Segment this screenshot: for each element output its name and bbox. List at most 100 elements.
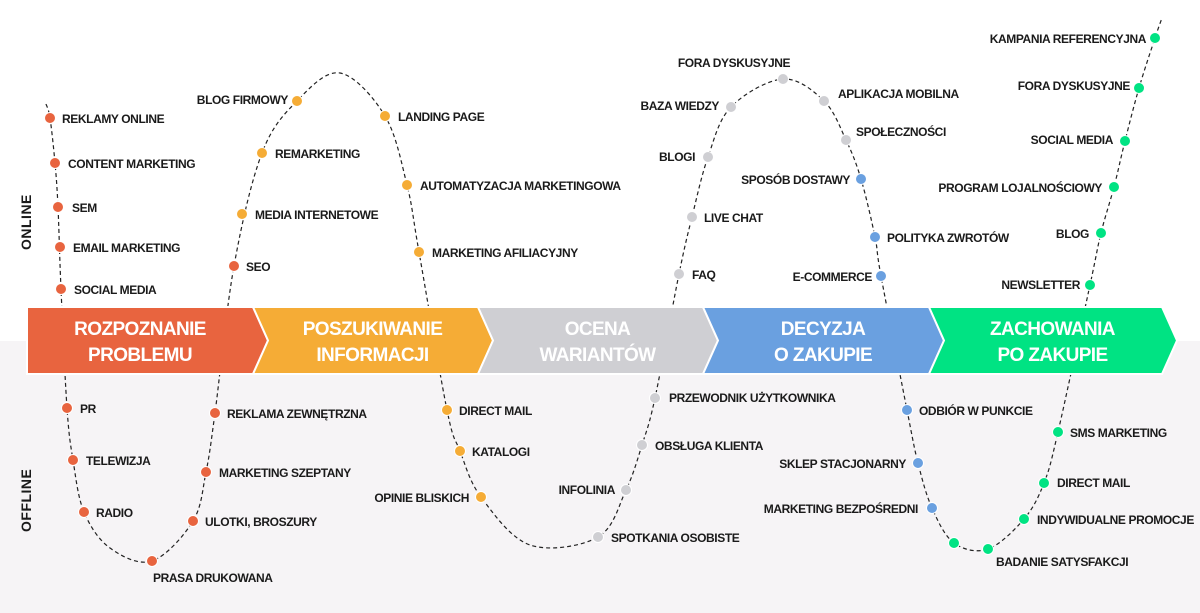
- touchpoint-dot: [379, 110, 391, 122]
- touchpoint-label: SPOSÓB DOSTAWY: [741, 172, 850, 187]
- touchpoint-label: OBSŁUGA KLIENTA: [655, 439, 764, 453]
- stage-title-line2: INFORMACJI: [316, 345, 429, 366]
- touchpoint-dot: [228, 260, 240, 272]
- touchpoint-dot: [725, 101, 737, 113]
- touchpoint-label: E-COMMERCE: [793, 270, 873, 284]
- touchpoint-dot: [1149, 32, 1161, 44]
- touchpoint-dot: [187, 515, 199, 527]
- touchpoint-dot: [620, 484, 632, 496]
- touchpoint-dot: [1084, 279, 1096, 291]
- stage-title-line1: ROZPOZNANIE: [74, 319, 206, 340]
- stage-title-line1: ZACHOWANIA: [990, 319, 1116, 340]
- touchpoint-label: POLITYKA ZWROTÓW: [887, 230, 1010, 245]
- touchpoint-dot: [1095, 227, 1107, 239]
- touchpoint-label: PR: [80, 402, 97, 416]
- touchpoint-label: INFOLINIA: [559, 483, 616, 497]
- touchpoint-label: NEWSLETTER: [1001, 278, 1080, 292]
- touchpoint-label: MARKETING SZEPTANY: [219, 466, 351, 480]
- touchpoint-label: MARKETING AFILIACYJNY: [432, 246, 578, 260]
- touchpoint-label: MEDIA INTERNETOWE: [255, 208, 379, 222]
- touchpoint-dot: [636, 439, 648, 451]
- touchpoint-dot: [818, 95, 830, 107]
- touchpoints: REKLAMY ONLINE CONTENT MARKETING SEM EMAIL …: [44, 32, 1195, 585]
- touchpoint-label: CONTENT MARKETING: [68, 157, 195, 171]
- touchpoint-label: FORA DYSKUSYJNE: [678, 56, 791, 70]
- touchpoint-dot: [67, 454, 79, 466]
- touchpoint-label: BAZA WIEDZY: [641, 99, 720, 113]
- touchpoint-dot: [256, 147, 268, 159]
- touchpoint-dot: [926, 502, 938, 514]
- touchpoint-label: ULOTKI, BROSZURY: [205, 515, 317, 529]
- touchpoint-dot: [855, 173, 867, 185]
- touchpoint-dot: [401, 179, 413, 191]
- touchpoint-label: DIRECT MAIL: [1057, 476, 1130, 490]
- stage-title-line1: OCENA: [565, 319, 631, 340]
- stage-title-line2: O ZAKUPIE: [774, 345, 872, 366]
- touchpoint-dot: [441, 404, 453, 416]
- touchpoint-dot: [78, 506, 90, 518]
- touchpoint-label: INDYWIDUALNE PROMOCJE: [1037, 513, 1194, 527]
- touchpoint-dot: [840, 134, 852, 146]
- touchpoint-dot: [44, 112, 56, 124]
- touchpoint-dot: [777, 73, 789, 85]
- touchpoint-label: BLOG FIRMOWY: [197, 93, 289, 107]
- stage-band: ROZPOZNANIE PROBLEMU POSZUKIWANIE INFORMACJ…: [26, 306, 1179, 375]
- touchpoint-label: PRASA DRUKOWANA: [153, 571, 273, 585]
- touchpoint-label: SOCIAL MEDIA: [1031, 133, 1114, 147]
- touchpoint-label: DIRECT MAIL: [459, 404, 532, 418]
- touchpoint-label: EMAIL MARKETING: [73, 241, 180, 255]
- offline-label: OFFLINE: [18, 469, 34, 532]
- touchpoint-label: SMS MARKETING: [1070, 426, 1167, 440]
- touchpoint-label: LANDING PAGE: [398, 110, 485, 124]
- touchpoint-label: PRZEWODNIK UŻYTKOWNIKA: [669, 390, 836, 405]
- touchpoint-label: FAQ: [692, 268, 716, 282]
- touchpoint-dot: [948, 537, 960, 549]
- touchpoint-label: PROGRAM LOJALNOŚCIOWY: [938, 180, 1102, 195]
- touchpoint-dot: [52, 201, 64, 213]
- touchpoint-label: KAMPANIA REFERENCYJNA: [990, 32, 1147, 46]
- touchpoint-label: REKLAMY ONLINE: [62, 112, 165, 126]
- stage-chevron-5: [927, 306, 1179, 375]
- stage-title-line2: WARIANTÓW: [540, 344, 657, 366]
- stage-title-line2: PROBLEMU: [88, 345, 192, 366]
- touchpoint-label: RADIO: [96, 506, 133, 520]
- touchpoint-dot: [55, 283, 67, 295]
- touchpoint-label: SOCIAL MEDIA: [74, 283, 157, 297]
- touchpoint-label: BLOG: [1056, 227, 1089, 241]
- touchpoint-label: SKLEP STACJONARNY: [779, 457, 906, 471]
- touchpoint-label: SPOŁECZNOŚCI: [856, 124, 946, 139]
- touchpoint-label: REKLAMA ZEWNĘTRZNA: [227, 407, 367, 421]
- touchpoint-dot: [649, 392, 661, 404]
- touchpoint-dot: [912, 457, 924, 469]
- touchpoint-label: APLIKACJA MOBILNA: [838, 87, 959, 101]
- touchpoint-label: SEM: [72, 201, 97, 215]
- touchpoint-label: FORA DYSKUSYJNE: [1018, 79, 1131, 93]
- touchpoint-dot: [413, 246, 425, 258]
- touchpoint-label: SPOTKANIA OSOBISTE: [611, 531, 740, 545]
- touchpoint-dot: [236, 208, 248, 220]
- touchpoint-label: MARKETING BEZPOŚREDNI: [764, 501, 918, 516]
- touchpoint-label: TELEWIZJA: [86, 454, 151, 468]
- journey-curve: [45, 17, 1163, 563]
- touchpoint-label: KATALOGI: [472, 445, 530, 459]
- touchpoint-dot: [54, 241, 66, 253]
- touchpoint-label: AUTOMATYZACJA MARKETINGOWA: [420, 179, 621, 193]
- stage-title-line2: PO ZAKUPIE: [997, 345, 1107, 366]
- touchpoint-dot: [200, 466, 212, 478]
- touchpoint-label: OPINIE BLISKICH: [374, 491, 469, 505]
- touchpoint-dot: [592, 531, 604, 543]
- touchpoint-dot: [1018, 513, 1030, 525]
- touchpoint-dot: [686, 211, 698, 223]
- touchpoint-dot: [702, 151, 714, 163]
- touchpoint-dot: [1119, 135, 1131, 147]
- touchpoint-label: SEO: [246, 260, 270, 274]
- touchpoint-label: REMARKETING: [275, 147, 360, 161]
- touchpoint-dot: [61, 402, 73, 414]
- touchpoint-dot: [982, 543, 994, 555]
- touchpoint-dot: [475, 491, 487, 503]
- touchpoint-label: BLOGI: [659, 150, 695, 164]
- touchpoint-dot: [673, 268, 685, 280]
- touchpoint-label: LIVE CHAT: [704, 211, 764, 225]
- stage-title-line1: POSZUKIWANIE: [303, 319, 443, 340]
